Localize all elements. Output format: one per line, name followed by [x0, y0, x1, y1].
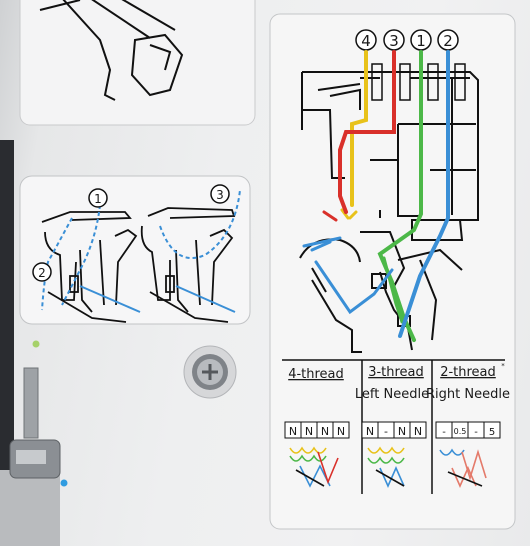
- thread-number-2: 2: [443, 32, 453, 50]
- mode-subtitle-2-thread: Right Needle: [426, 387, 510, 402]
- machine-outline: [299, 71, 479, 353]
- thread-2-path: [398, 50, 450, 338]
- lever-illustration: [39, 0, 184, 101]
- top-left-panel: [19, 0, 256, 126]
- mode-title-4-thread: 4-thread: [288, 367, 344, 382]
- stitch-mode-table: 4-thread 3-thread Left Needle 2-thread *…: [282, 359, 510, 494]
- stitch-4-thread: [289, 446, 339, 488]
- tension-dials: [371, 63, 466, 101]
- thread-paths: [302, 50, 450, 342]
- screw: [183, 345, 237, 399]
- machine-base: [0, 470, 60, 546]
- stitch-3-thread: [367, 446, 405, 488]
- looper-right-threads: [159, 189, 241, 313]
- setting-3t-1: N: [366, 425, 374, 438]
- inset-number-1: 1: [94, 192, 102, 206]
- setting-2t-1: -: [442, 427, 446, 438]
- setting-2t-4: 5: [489, 427, 495, 438]
- inset-number-2: 2: [38, 266, 46, 280]
- setting-2t-3: -: [474, 427, 478, 438]
- inset-number-circles: 1 2 3: [32, 184, 230, 282]
- setting-3t-4: N: [414, 425, 422, 438]
- thread-number-4: 4: [361, 32, 371, 50]
- thread-number-circles: 4 3 1 2: [355, 29, 459, 51]
- setting-4t-2: N: [305, 425, 313, 438]
- setting-2t-2: 0.5: [454, 427, 467, 436]
- mode-title-3-thread: 3-thread: [368, 365, 424, 380]
- thread-4-path: [350, 50, 368, 207]
- mode-title-2-thread: 2-thread: [440, 365, 496, 380]
- mode-title-mark: *: [501, 362, 505, 370]
- setting-4t-1: N: [289, 425, 297, 438]
- thread-number-1: 1: [416, 32, 426, 50]
- mode-subtitle-3-thread: Left Needle: [355, 387, 429, 402]
- setting-4t-3: N: [321, 425, 329, 438]
- setting-3t-2: -: [384, 425, 388, 438]
- thread-3-path: [338, 50, 396, 214]
- looper-right-drawing: [140, 207, 236, 323]
- thread-number-3: 3: [389, 32, 399, 50]
- presser-foot-parts: [9, 367, 61, 479]
- setting-3t-3: N: [398, 425, 406, 438]
- stitch-2-thread: [439, 448, 487, 488]
- inset-number-3: 3: [216, 188, 224, 202]
- setting-4t-4: N: [337, 425, 345, 438]
- blue-dot: [60, 479, 68, 487]
- green-dot: [32, 340, 40, 348]
- looper-left-threads: [41, 204, 141, 313]
- machine-edge: [0, 140, 14, 480]
